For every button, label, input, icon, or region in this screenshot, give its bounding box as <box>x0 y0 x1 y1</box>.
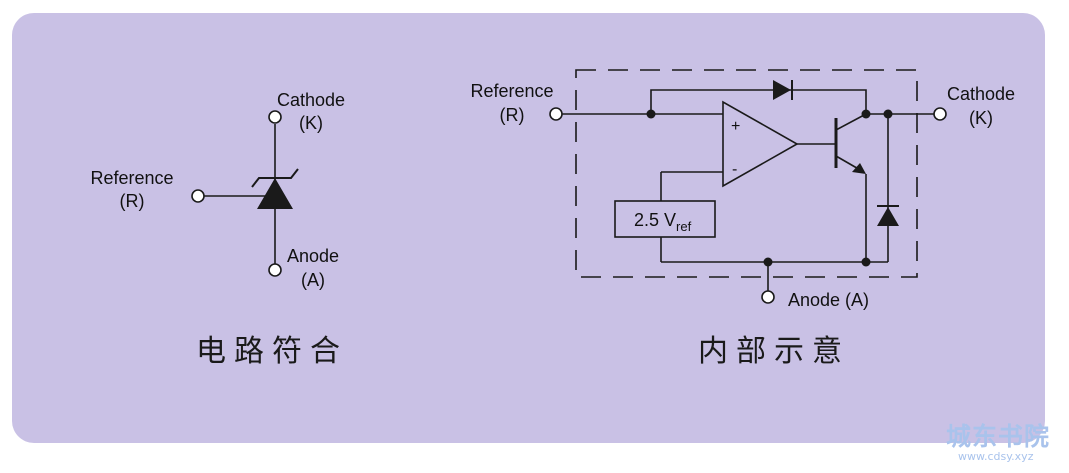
diagram-panel <box>12 13 1045 443</box>
internal-caption: 内部示意 <box>698 334 850 369</box>
symbol-anode-pin: (A) <box>301 270 325 290</box>
emitter-junction <box>861 257 871 267</box>
symbol-cathode-label: Cathode <box>277 90 345 110</box>
symbol-anode-terminal <box>268 263 282 277</box>
vref-box <box>614 200 716 238</box>
package-outline <box>575 69 918 278</box>
vref-label: 2.5 Vref <box>634 210 692 234</box>
opamp-minus-sign: - <box>732 161 737 178</box>
opamp-plus-sign: + <box>731 118 740 135</box>
transistor-emitter-arrow <box>852 163 866 174</box>
top-feedback-wire <box>650 89 867 114</box>
tl431-symbol <box>191 110 299 277</box>
internal-reference-pin: (R) <box>500 105 525 125</box>
symbol-zener-bar <box>251 168 299 188</box>
vref-subscript: ref <box>676 219 692 234</box>
symbol-reference-pin: (R) <box>120 191 145 211</box>
internal-reference-label: Reference <box>470 81 553 101</box>
internal-cathode-pin: (K) <box>969 108 993 128</box>
right-diode-triangle <box>877 207 899 226</box>
symbol-cathode-pin: (K) <box>299 113 323 133</box>
symbol-caption: 电路符合 <box>196 334 348 369</box>
internal-cathode-label: Cathode <box>947 84 1015 104</box>
watermark-title: 城东书院 <box>946 422 1051 451</box>
watermark-url: www.cdsy.xyz <box>958 450 1034 463</box>
symbol-diode-triangle <box>257 178 293 209</box>
symbol-anode-label: Anode <box>287 246 339 266</box>
tl431-internal <box>549 69 947 304</box>
transistor-collector <box>835 113 867 131</box>
top-diode-triangle <box>773 80 791 100</box>
symbol-reference-terminal <box>191 189 205 203</box>
internal-anode-terminal <box>761 290 775 304</box>
vref-value: 2.5 V <box>634 210 676 230</box>
internal-cathode-terminal <box>933 107 947 121</box>
symbol-cathode-terminal <box>268 110 282 124</box>
internal-reference-terminal <box>549 107 563 121</box>
opamp-triangle <box>722 100 799 188</box>
watermark: 城东书院 www.cdsy.xyz <box>946 424 1050 462</box>
cathode-junction-left <box>861 109 871 119</box>
symbol-reference-label: Reference <box>90 168 173 188</box>
internal-anode-label: Anode (A) <box>788 290 869 310</box>
